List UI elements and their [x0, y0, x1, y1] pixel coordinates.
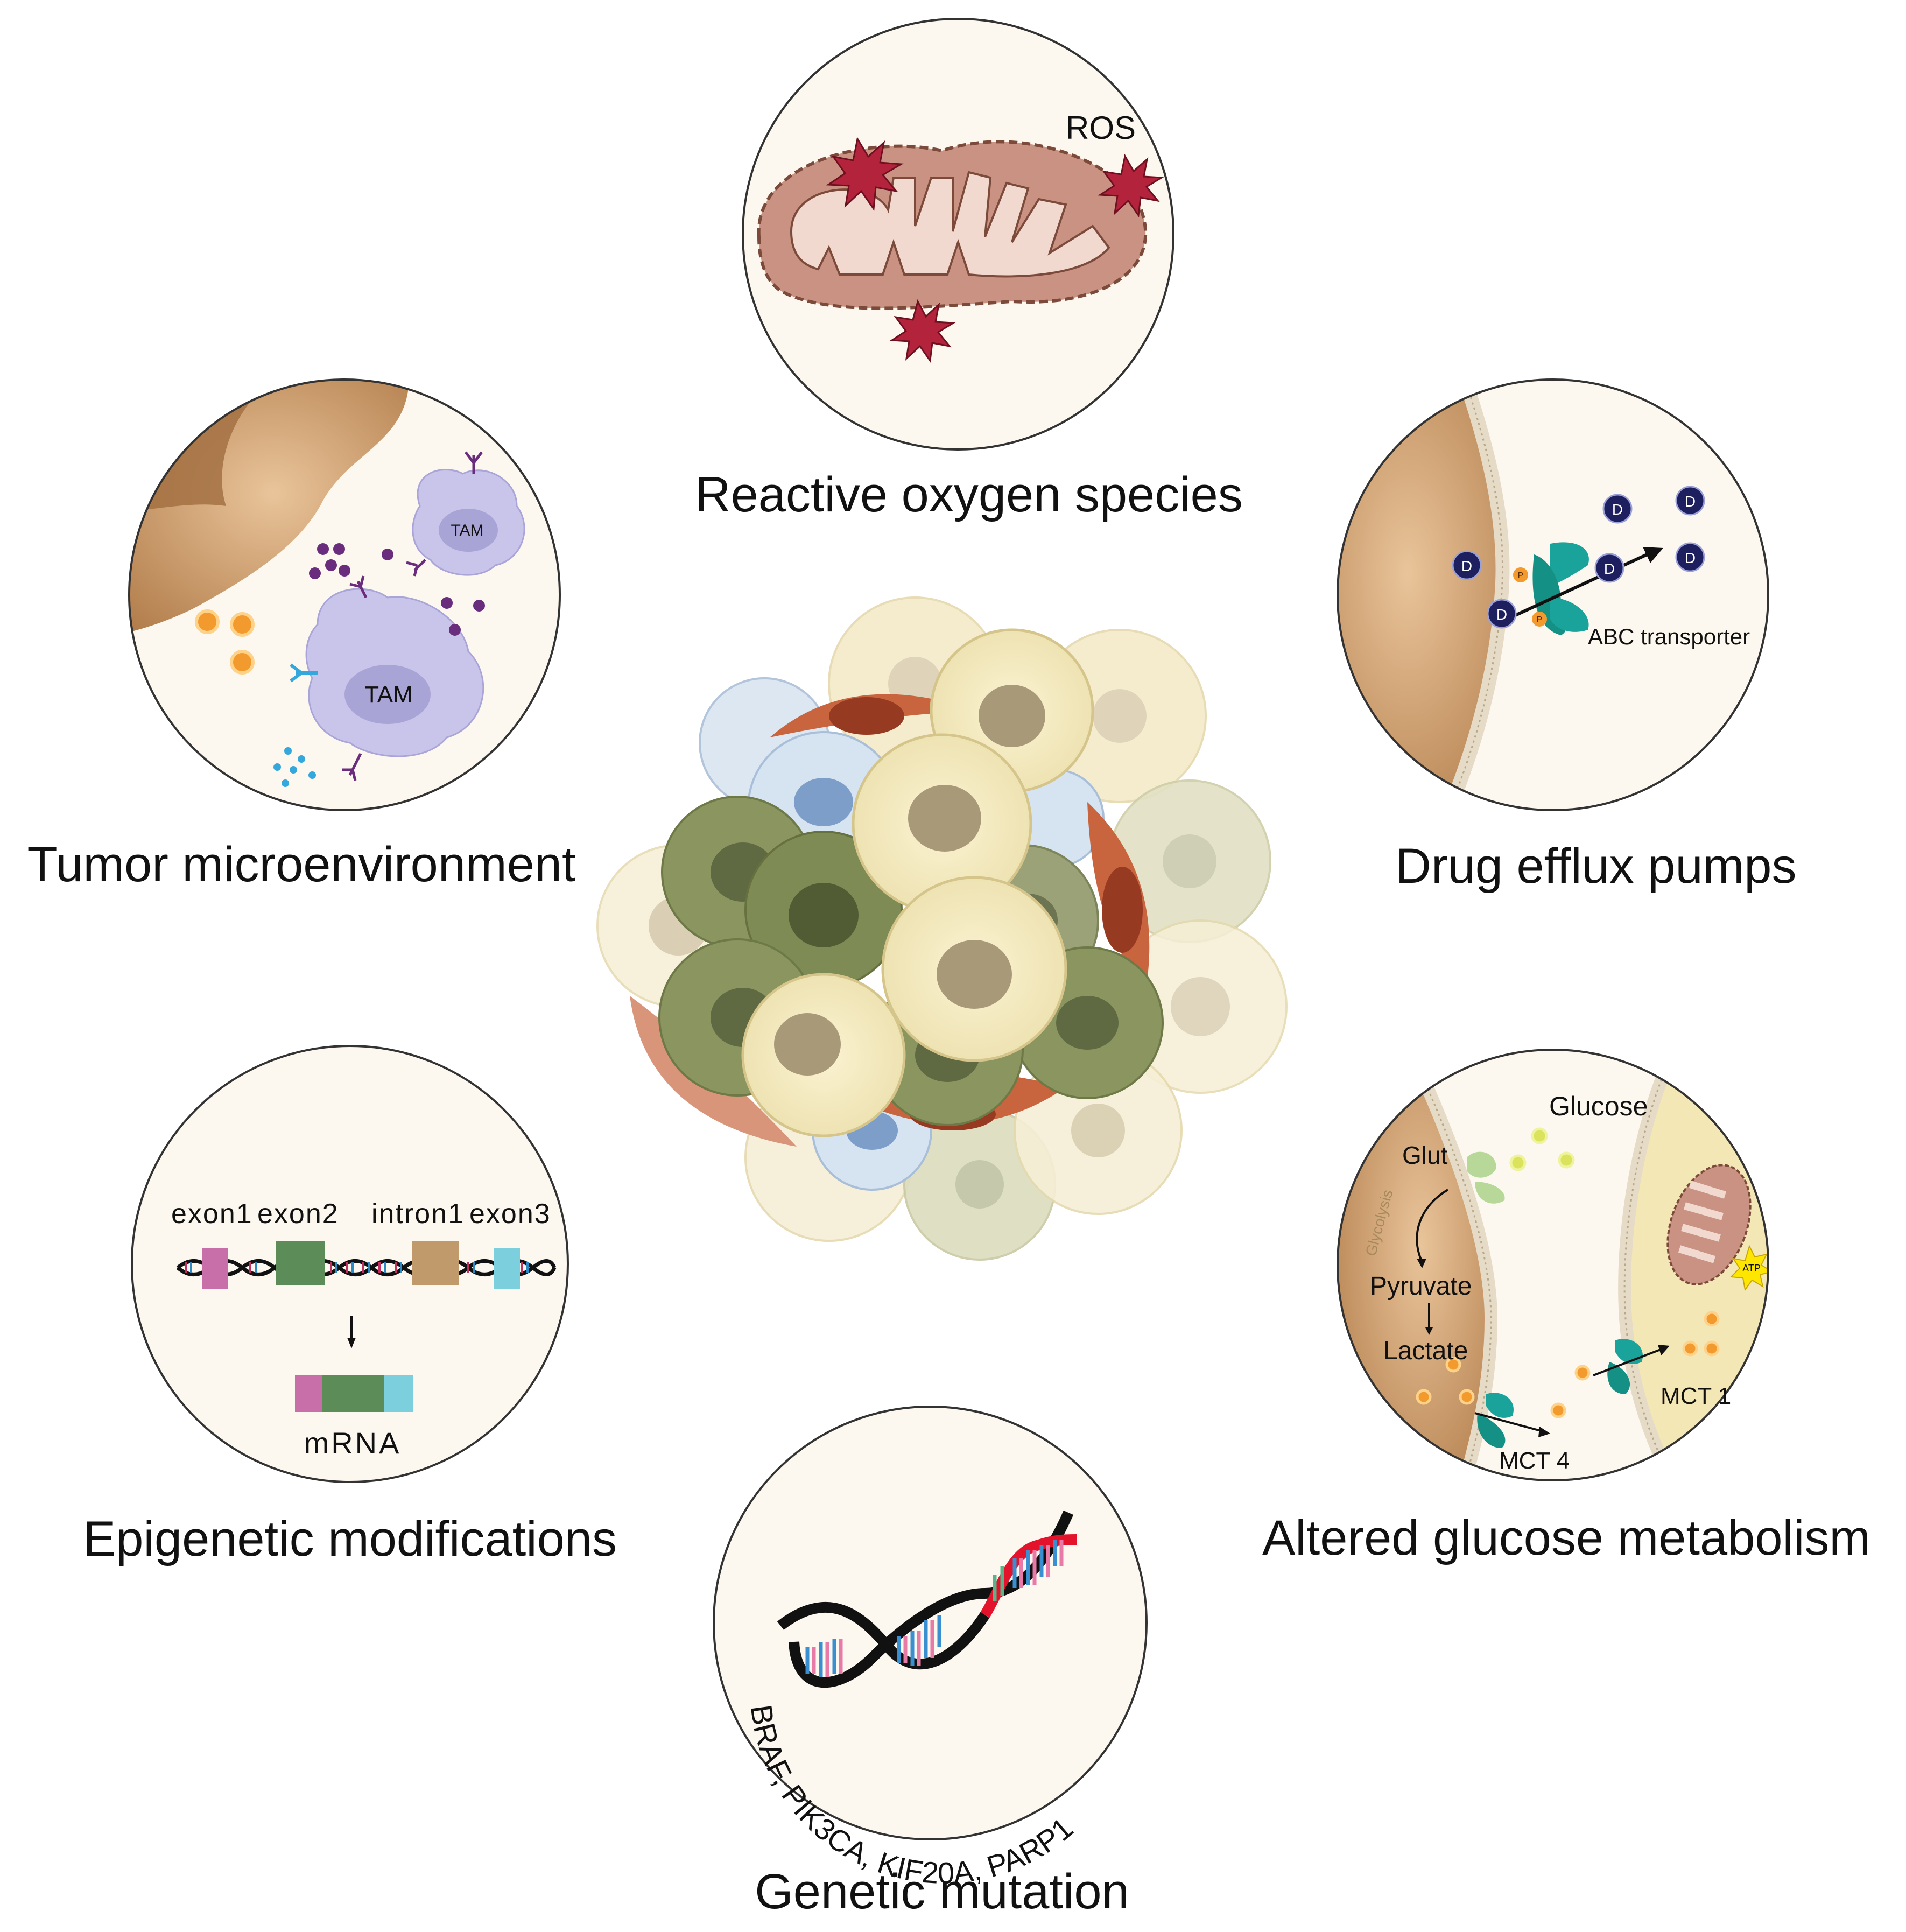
ros-panel: ROS — [742, 18, 1174, 451]
caption-epigenetic-modifications: Epigenetic modifications — [83, 1512, 617, 1566]
drug-label: D — [1604, 560, 1615, 577]
glut-transporter-icon — [1467, 1151, 1496, 1178]
genetic-circle — [713, 1406, 1148, 1840]
mrna-exon2 — [322, 1375, 384, 1412]
mct1-label: MCT 1 — [1661, 1383, 1731, 1409]
phosphate-label: P — [1537, 615, 1543, 624]
abc-transporter-icon — [1550, 542, 1589, 587]
drug-molecules: D D D D D D — [1452, 486, 1705, 629]
mct4-label: MCT 4 — [1499, 1448, 1570, 1474]
exon3-block — [494, 1248, 520, 1289]
glucose-label: Glucose — [1549, 1091, 1648, 1121]
pyruvate-label: Pyruvate — [1370, 1272, 1472, 1301]
intron1-block — [412, 1241, 459, 1285]
drug-panel: D D D D D D P P ABC transporter — [1337, 378, 1769, 811]
drug-label: D — [1685, 493, 1696, 510]
ros-label: ROS — [1066, 110, 1136, 146]
drug-label: D — [1685, 550, 1696, 566]
mct1-transporter-icon — [1615, 1339, 1643, 1364]
dna-helix-icon — [777, 1510, 1077, 1688]
tme-panel: TAM TAM — [128, 378, 561, 811]
mct4-transporter-icon — [1486, 1393, 1514, 1418]
tam-label-small: TAM — [451, 522, 483, 539]
epi-circle — [131, 1045, 569, 1483]
ros-star-icon — [826, 136, 904, 212]
epi-panel: exon1 exon2 intron1 exon3 mRNA — [131, 1045, 569, 1483]
phosphate-label: P — [1518, 571, 1524, 580]
exon3-label: exon3 — [469, 1198, 551, 1230]
ros-star-icon — [889, 299, 956, 363]
atp-label: ATP — [1742, 1263, 1761, 1274]
genetic-panel: BRAF, PIK3CA, KIF20A, PARP1 — [713, 1406, 1148, 1890]
exon1-label: exon1 — [171, 1198, 253, 1230]
tam-label-large: TAM — [364, 682, 413, 708]
atp-burst-icon — [1729, 1245, 1768, 1291]
caption-tumor-microenvironment: Tumor microenvironment — [27, 837, 575, 892]
exon1-block — [202, 1248, 228, 1289]
caption-drug-efflux-pumps: Drug efflux pumps — [1396, 839, 1797, 894]
caption-altered-glucose-metabolism: Altered glucose metabolism — [1262, 1511, 1870, 1565]
mrna-exon3 — [384, 1375, 413, 1412]
drug-label: D — [1496, 606, 1507, 623]
ros-star-icon — [1098, 153, 1164, 218]
caption-genetic-mutation: Genetic mutation — [755, 1864, 1129, 1919]
exon2-label: exon2 — [257, 1198, 339, 1230]
tumor-cell-cluster — [596, 596, 1288, 1261]
drug-label: D — [1461, 558, 1472, 574]
glut-label: Glut — [1402, 1141, 1448, 1169]
mrna-exon1 — [295, 1375, 322, 1412]
exon2-block — [276, 1241, 325, 1285]
intron1-label: intron1 — [371, 1198, 465, 1230]
drug-label: D — [1612, 501, 1623, 518]
caption-reactive-oxygen-species: Reactive oxygen species — [695, 467, 1243, 522]
mrna-label: mRNA — [304, 1426, 402, 1460]
glucose-panel: Glucose Glut Glycolysis Pyruvate Lactate… — [1337, 1049, 1769, 1481]
lactate-label: Lactate — [1383, 1337, 1468, 1365]
abc-transporter-label: ABC transporter — [1588, 624, 1750, 649]
